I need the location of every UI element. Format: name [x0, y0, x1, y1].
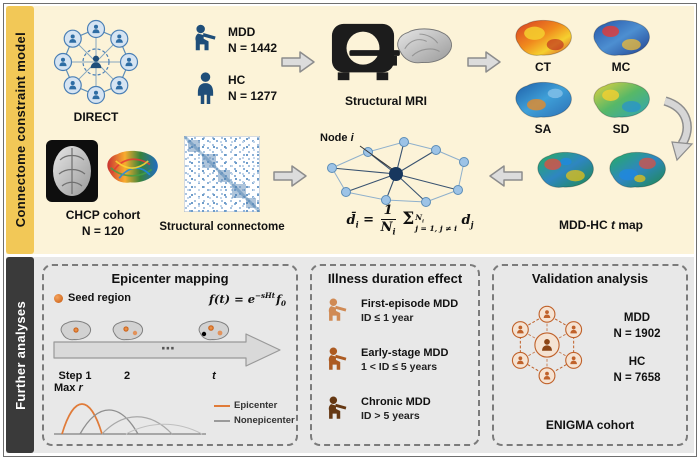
hc-label: HC	[228, 73, 246, 87]
epicenter-mapping-title: Epicenter mapping	[111, 271, 229, 286]
constraint-network-diagram	[327, 137, 469, 207]
structural-mri-label: Structural MRI	[344, 94, 427, 108]
chcp-axial-mri-image	[46, 140, 98, 202]
sd-brain-map	[593, 81, 650, 118]
mdd-n: N = 1442	[228, 41, 278, 56]
validation-analysis-title: Validation analysis	[531, 271, 649, 286]
tmap-brain-left	[537, 151, 594, 188]
hc-standing-person-icon	[194, 72, 217, 105]
legend-epicenter: Epicenter	[214, 400, 295, 411]
chronic-row: Chronic MDD ID > 5 years	[324, 396, 431, 422]
seed-region-dot	[54, 293, 63, 303]
formula-lhs: d̄i	[346, 212, 359, 230]
early-stage-row: Early-stage MDD 1 < ID ≤ 5 years	[324, 347, 448, 373]
mc-label: MC	[611, 60, 631, 74]
structural-connectome-label: Structural connectome	[159, 221, 285, 233]
max-r-label: Max r	[54, 382, 83, 394]
step-2-label: 2	[123, 370, 131, 382]
chcp-cohort-label: CHCP cohort	[65, 208, 141, 222]
epicenter-mapping-box: Epicenter mapping Seed region f(t) = e−s…	[42, 264, 298, 446]
arrow-to-mri-icon	[281, 51, 315, 73]
mc-brain-map	[593, 19, 650, 56]
step-1-label: Step 1	[58, 370, 92, 382]
validation-analysis-box: Validation analysis MDD N = 1902 HC N = …	[492, 264, 688, 446]
illness-duration-title: Illness duration effect	[327, 271, 463, 286]
epicenter-line-swatch	[214, 404, 230, 407]
further-analyses-side-label: Further analyses	[12, 300, 28, 410]
chronic-duration: ID > 5 years	[361, 410, 420, 422]
arrow-tmap-to-node-icon	[489, 165, 523, 187]
chronic-person-icon	[324, 396, 352, 422]
arrow-connectome-to-node-icon	[273, 165, 307, 187]
tmap-brain-right	[609, 151, 666, 188]
mdd-sitting-person-icon	[190, 24, 222, 54]
validation-mdd-label: MDD	[623, 312, 651, 324]
sa-label: SA	[534, 122, 552, 136]
connectome-model-side-bar: Connectome constraint model	[6, 6, 34, 254]
curve-legend: Epicenter Nonepicenter	[214, 400, 295, 430]
tmap-label: MDD-HC t map	[558, 218, 643, 232]
chcp-tractography-image	[107, 150, 158, 183]
diffusion-formula: f(t) = e−sHtf0	[208, 291, 286, 309]
first-episode-label: First-episode MDD	[361, 298, 459, 310]
curved-arrow-maps-to-tmap-icon	[663, 96, 694, 162]
mdd-label: MDD	[228, 25, 256, 39]
illness-duration-box: Illness duration effect First-episode MD…	[310, 264, 480, 446]
steps-ellipsis: ⋯	[161, 340, 175, 356]
chronic-label: Chronic MDD	[361, 396, 431, 408]
structural-connectome-matrix	[184, 136, 260, 212]
mdd-cohort-text: MDD N = 1442	[228, 24, 277, 56]
validation-mdd-n: N = 1902	[613, 328, 661, 340]
nonepicenter-line-swatch	[214, 419, 230, 422]
seed-region-label: Seed region	[68, 292, 131, 304]
hc-n: N = 1277	[228, 89, 278, 104]
mri-scanner-icon	[331, 23, 400, 81]
early-stage-duration: 1 < ID ≤ 5 years	[361, 361, 438, 373]
epicenter-correlation-curves	[54, 403, 206, 435]
further-analyses-side-bar: Further analyses	[6, 257, 34, 453]
first-episode-person-icon	[324, 298, 352, 324]
sd-label: SD	[612, 122, 630, 136]
hc-cohort-text: HC N = 1277	[228, 72, 277, 104]
validation-hc-label: HC	[628, 356, 646, 368]
direct-label: DIRECT	[73, 110, 119, 124]
node-i-center	[389, 167, 403, 181]
early-stage-label: Early-stage MDD	[361, 347, 449, 359]
direct-consortium-network-icon	[53, 19, 139, 105]
first-episode-row: First-episode MDD ID ≤ 1 year	[324, 298, 458, 324]
formula-term: dj	[461, 212, 474, 230]
spreading-steps-graphic	[53, 320, 281, 367]
ct-label: CT	[535, 60, 551, 74]
sa-brain-map	[515, 81, 572, 118]
connectome-model-side-label: Connectome constraint model	[12, 32, 28, 228]
grayscale-brain-image	[397, 28, 453, 64]
chcp-n: N = 120	[81, 224, 125, 238]
node-i-label: Node i	[320, 132, 354, 144]
formula-fraction: 1 Ni	[380, 203, 396, 237]
enigma-cohort-label: ENIGMA cohort	[545, 418, 635, 432]
arrow-to-maps-icon	[467, 51, 501, 73]
legend-nonepicenter: Nonepicenter	[214, 415, 295, 426]
ct-brain-map	[515, 19, 572, 56]
validation-hc-n: N = 7658	[613, 372, 661, 384]
step-t-label: t	[212, 370, 216, 382]
first-episode-duration: ID ≤ 1 year	[361, 312, 414, 324]
seed-region-legend: Seed region	[54, 292, 131, 304]
early-stage-person-icon	[324, 347, 352, 373]
enigma-network-icon	[511, 305, 583, 385]
